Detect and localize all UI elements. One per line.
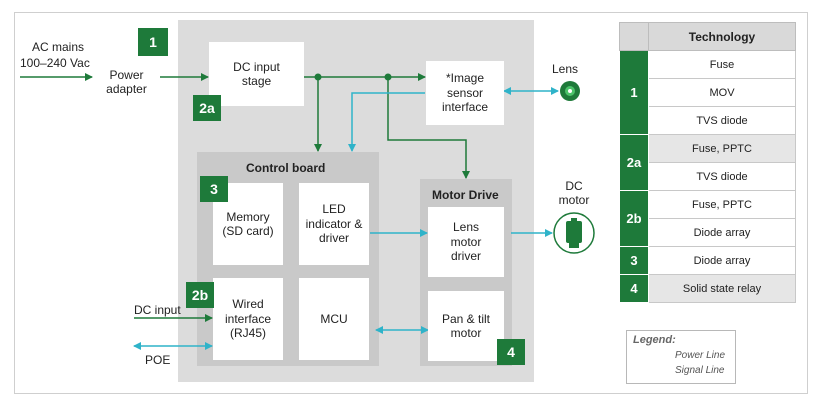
table-cell: MOV	[648, 78, 796, 107]
led-driver-block: LED indicator & driver	[299, 183, 369, 265]
lens-motor-driver-block: Lens motor driver	[428, 207, 504, 277]
table-cell: TVS diode	[648, 106, 796, 135]
dc-input-stage-block: DC input stage	[209, 42, 304, 106]
group-2b-id: 2b	[619, 190, 649, 247]
legend: Legend: Power Line Signal Line	[626, 330, 736, 384]
diagram-frame	[14, 12, 808, 394]
table-row: Diode array	[620, 218, 796, 247]
table-row: 2b Fuse, PPTC	[619, 190, 796, 247]
ac-mains-label: AC mains	[32, 40, 85, 54]
lens-label: Lens	[552, 62, 579, 76]
group-1-id: 1	[619, 50, 649, 135]
pan-tilt-block: Pan & tilt motor	[428, 291, 504, 361]
tag-2a: 2a	[193, 95, 221, 121]
legend-title: Legend:	[633, 334, 676, 346]
wired-interface-block: Wired interface (RJ45)	[213, 278, 283, 360]
table-row: 2a Fuse, PPTC	[619, 134, 796, 191]
wired-interface-text: Wired interface (RJ45)	[224, 297, 272, 341]
group-2a-id: 2a	[619, 134, 649, 191]
table-row: TVS diode	[620, 106, 796, 135]
table-row: MOV	[620, 78, 796, 107]
technology-table: Technology 1 Fuse MOV TVS diode 2a Fuse,…	[619, 22, 796, 303]
legend-power-label: Power Line	[675, 350, 726, 361]
mcu-text: MCU	[320, 311, 348, 326]
power-adapter-text: Power adapter	[106, 67, 147, 96]
poe-label: POE	[145, 353, 171, 367]
dc-motor-label: DC motor	[558, 179, 590, 207]
group-4-id: 4	[619, 274, 649, 303]
table-row: TVS diode	[620, 162, 796, 191]
tag-2b: 2b	[186, 282, 214, 308]
tag-4: 4	[497, 339, 525, 365]
table-row: 1 Fuse	[619, 50, 796, 135]
power-adapter-block: Power adapter	[93, 56, 160, 108]
memory-text: Memory (SD card)	[222, 209, 274, 238]
tag-3: 3	[200, 176, 228, 202]
motor-drive-title: Motor Drive	[432, 188, 499, 202]
control-board-title: Control board	[246, 161, 326, 175]
dc-input-label: DC input	[134, 303, 181, 317]
table-cell: Fuse	[648, 50, 796, 79]
mcu-block: MCU	[299, 278, 369, 360]
image-sensor-text: *Image sensor interface	[441, 71, 489, 115]
table-cell: Fuse, PPTC	[648, 134, 796, 163]
lens-motor-driver-text: Lens motor driver	[450, 220, 482, 264]
technology-header: Technology	[648, 22, 796, 51]
ac-range-label: 100–240 Vac	[20, 56, 90, 70]
technology-header-row: Technology	[619, 22, 796, 51]
table-row: 4 Solid state relay	[619, 274, 796, 303]
table-row: 3 Diode array	[619, 246, 796, 275]
pan-tilt-text: Pan & tilt motor	[441, 311, 491, 340]
table-cell: Diode array	[648, 246, 796, 275]
led-driver-text: LED indicator & driver	[305, 202, 363, 246]
table-cell: TVS diode	[648, 162, 796, 191]
tag-1: 1	[138, 28, 168, 56]
group-3-id: 3	[619, 246, 649, 275]
signal-line-sensor-to-control	[348, 92, 425, 152]
table-cell: Diode array	[648, 218, 796, 247]
image-sensor-block: *Image sensor interface	[426, 61, 504, 125]
legend-signal-label: Signal Line	[675, 365, 725, 376]
dc-input-stage-text: DC input stage	[233, 59, 280, 88]
table-cell: Fuse, PPTC	[648, 190, 796, 219]
power-line-to-motor-drive	[387, 77, 470, 179]
table-cell: Solid state relay	[648, 274, 796, 303]
